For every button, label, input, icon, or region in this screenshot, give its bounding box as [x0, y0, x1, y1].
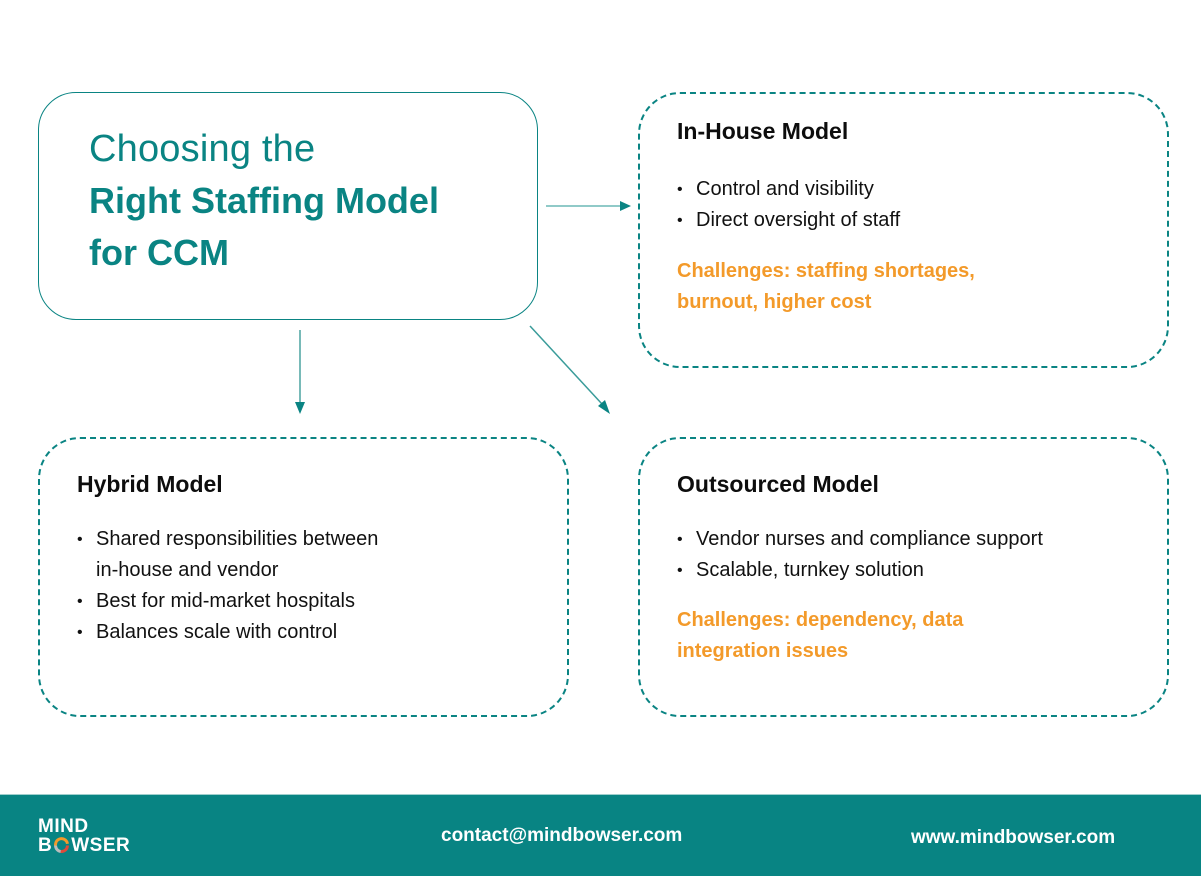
arrow-diagonal-icon — [529, 325, 610, 414]
bullet-list: Vendor nurses and compliance support Sca… — [677, 524, 1043, 586]
card-title: Outsourced Model — [677, 471, 879, 497]
list-item-text: Shared responsibilities between — [96, 528, 379, 550]
logo-letter-b: B — [38, 835, 53, 856]
arrow-down-icon — [295, 330, 305, 414]
logo-swirl-icon — [54, 837, 70, 853]
in-house-model-card: In-House Model Control and visibility Di… — [638, 92, 1169, 368]
challenges-text: Challenges: dependency, data integration… — [677, 605, 963, 667]
title-box: Choosing the Right Staffing Model for CC… — [38, 92, 538, 320]
mindbowser-logo[interactable]: MIND B WSER — [38, 817, 130, 855]
bullet-list: Control and visibility Direct oversight … — [677, 174, 900, 236]
website-link[interactable]: www.mindbowser.com — [911, 827, 1116, 848]
challenges-line-2: integration issues — [677, 640, 849, 662]
list-item-text-cont: in-house and vendor — [96, 559, 279, 581]
list-item: Best for mid-market hospitals — [77, 586, 378, 617]
list-item: Scalable, turnkey solution — [677, 555, 1043, 586]
logo-rest: WSER — [71, 835, 131, 856]
challenges-line-1: Challenges: dependency, data — [677, 609, 964, 631]
list-item: Shared responsibilities between in-house… — [77, 524, 378, 586]
footer: MIND B WSER contact@mindbowser.com www.m… — [0, 794, 1201, 876]
contact-email-link[interactable]: contact@mindbowser.com — [441, 825, 683, 846]
list-item: Vendor nurses and compliance support — [677, 524, 1043, 555]
challenges-line-2: burnout, higher cost — [677, 291, 872, 313]
challenges-line-1: Challenges: staffing shortages, — [677, 260, 975, 282]
page-title: Choosing the Right Staffing Model for CC… — [89, 123, 439, 279]
outsourced-model-card: Outsourced Model Vendor nurses and compl… — [638, 437, 1169, 717]
card-title: Hybrid Model — [77, 471, 223, 497]
list-item: Direct oversight of staff — [677, 205, 900, 236]
bullet-list: Shared responsibilities between in-house… — [77, 524, 378, 648]
card-title: In-House Model — [677, 118, 849, 144]
hybrid-model-card: Hybrid Model Shared responsibilities bet… — [38, 437, 569, 717]
logo-line-1: MIND — [38, 816, 89, 837]
list-item: Control and visibility — [677, 174, 900, 205]
title-line-1: Choosing the — [89, 128, 316, 170]
logo-line-2: B WSER — [38, 836, 130, 855]
challenges-text: Challenges: staffing shortages, burnout,… — [677, 256, 975, 318]
arrow-right-icon — [546, 201, 631, 211]
title-line-2: Right Staffing Model — [89, 180, 439, 221]
list-item: Balances scale with control — [77, 617, 378, 648]
title-line-3: for CCM — [89, 232, 229, 273]
